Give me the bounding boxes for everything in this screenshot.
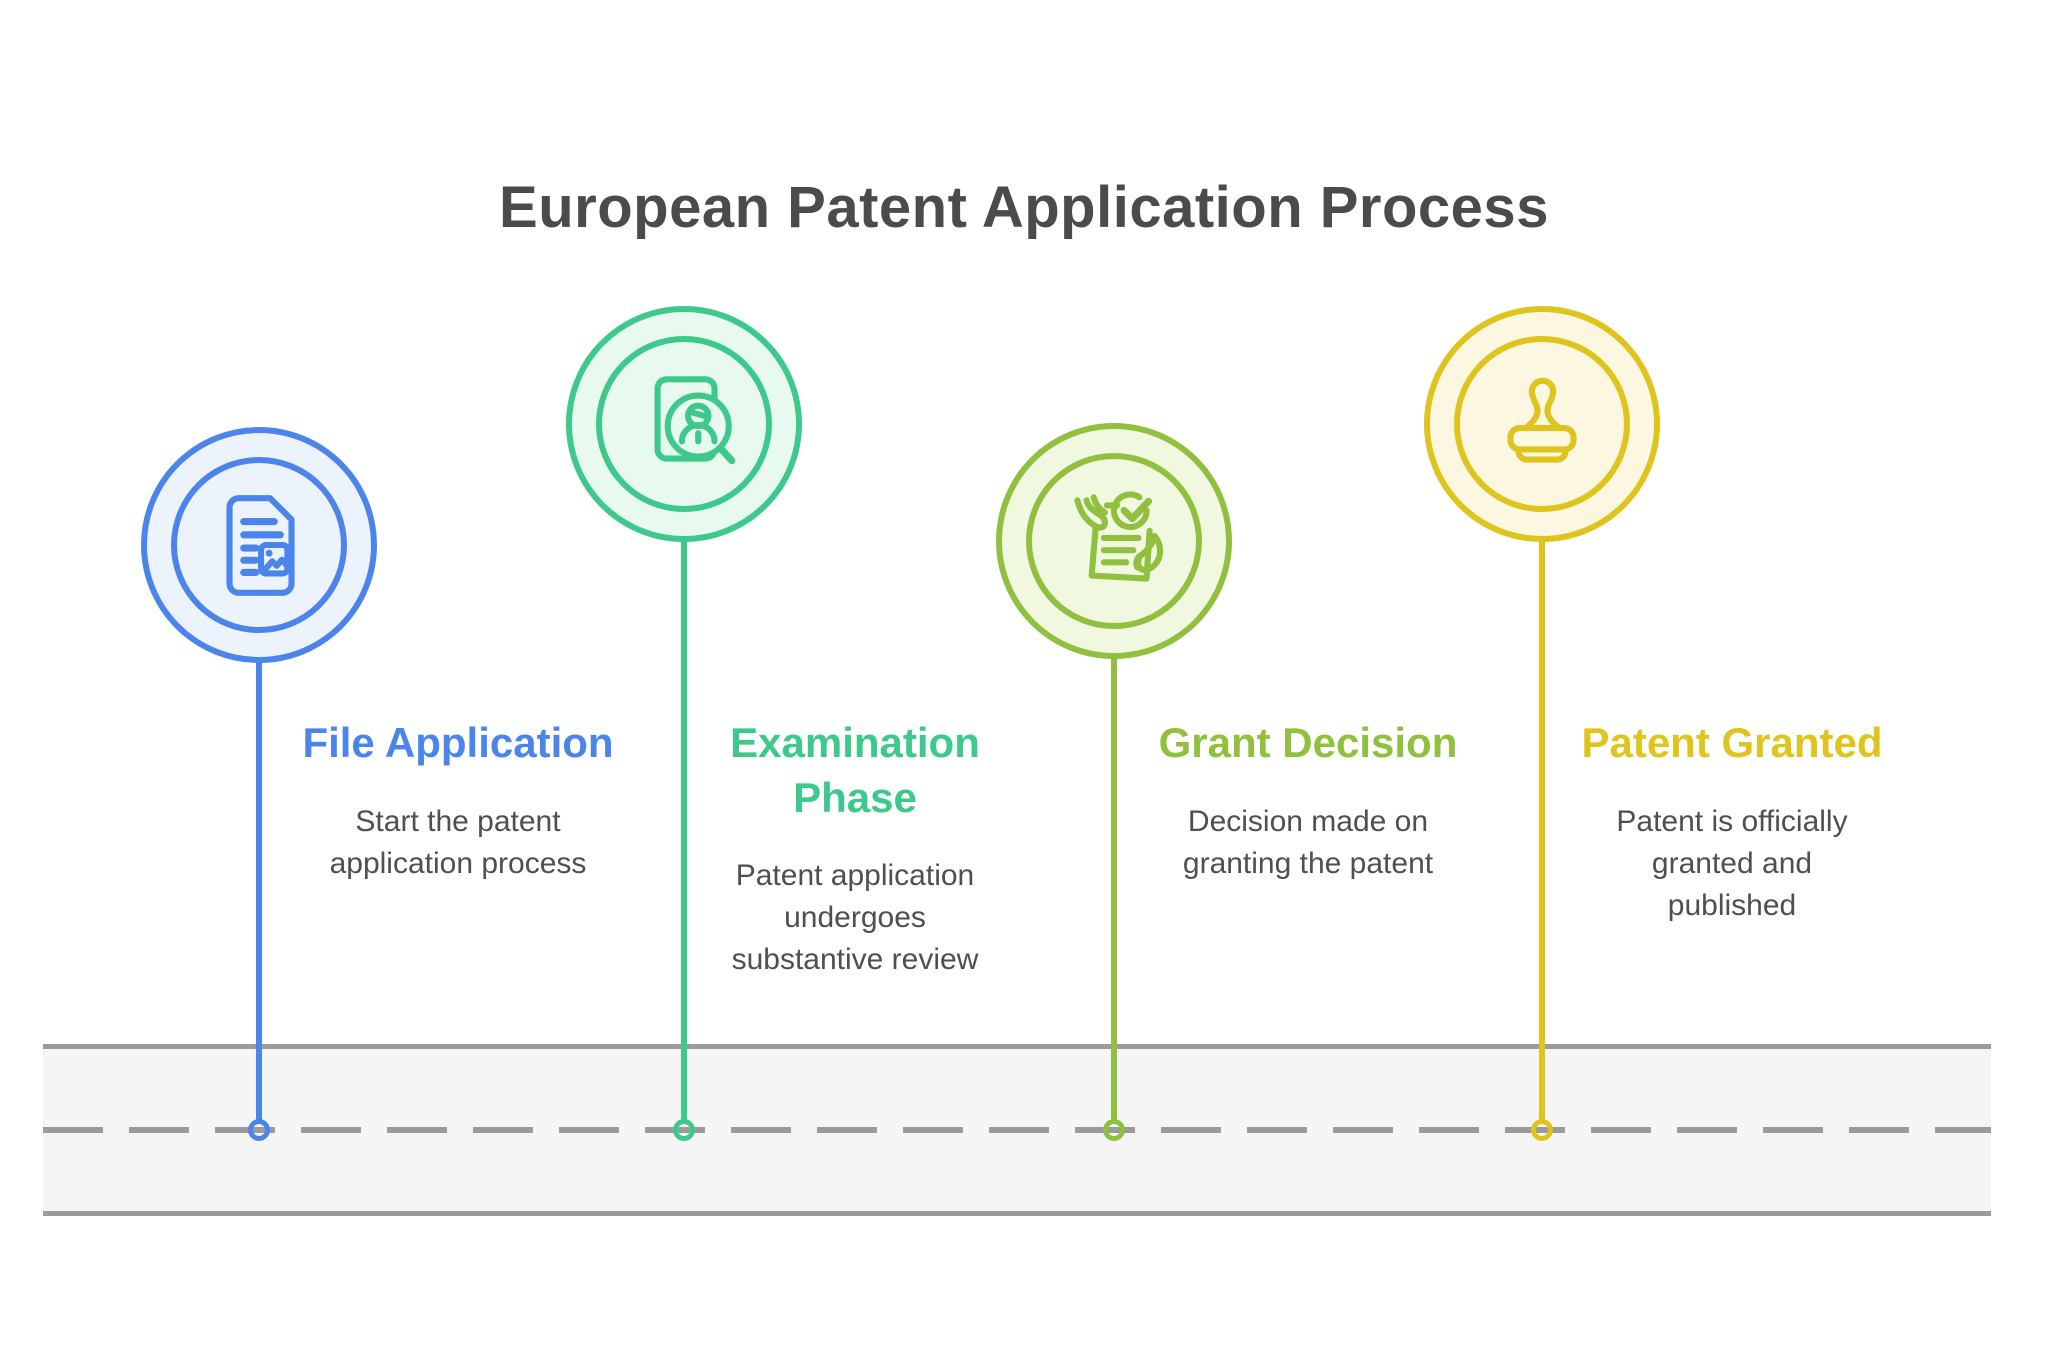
step-text-block: File Application Start the patent applic…: [288, 716, 628, 885]
step-badge: [1424, 306, 1660, 542]
connector-dot: [673, 1119, 695, 1141]
step-description: Patent is officially granted and publish…: [1616, 804, 1848, 922]
connector-dot: [1103, 1119, 1125, 1141]
connector-line: [1539, 424, 1545, 1124]
step-text-block: Grant Decision Decision made on granting…: [1138, 716, 1478, 885]
document-icon: [226, 495, 295, 596]
step-badge-inner-ring: [171, 457, 347, 633]
step-text-block: Patent Granted Patent is officially gran…: [1562, 716, 1902, 927]
step-text-block: Examination Phase Patent application und…: [685, 716, 1025, 981]
step-title: Examination Phase: [730, 719, 980, 821]
step-description: Start the patent application process: [329, 804, 587, 880]
step-badge-inner-ring: [1026, 453, 1202, 629]
step-title: Patent Granted: [1581, 719, 1883, 766]
document-search-icon: [654, 376, 736, 465]
step-title: Grant Decision: [1158, 719, 1458, 766]
page-title: European Patent Application Process: [499, 175, 1549, 240]
step-badge-inner-ring: [596, 336, 772, 512]
step-title: File Application: [302, 719, 614, 766]
connector-dot: [1531, 1119, 1553, 1141]
step-badge: [566, 306, 802, 542]
step-badge-inner-ring: [1454, 336, 1630, 512]
approval-hands-icon: [1074, 491, 1164, 582]
step-description: Decision made on granting the patent: [1182, 804, 1434, 880]
connector-dot: [248, 1119, 270, 1141]
connector-line: [1111, 541, 1117, 1124]
connector-line: [256, 545, 262, 1124]
stamp-icon: [1507, 377, 1577, 463]
road-dashed-line: [43, 1127, 1991, 1133]
step-description: Patent application undergoes substantive…: [731, 859, 979, 977]
step-badge: [996, 423, 1232, 659]
connector-line: [681, 424, 687, 1124]
step-badge: [141, 427, 377, 663]
